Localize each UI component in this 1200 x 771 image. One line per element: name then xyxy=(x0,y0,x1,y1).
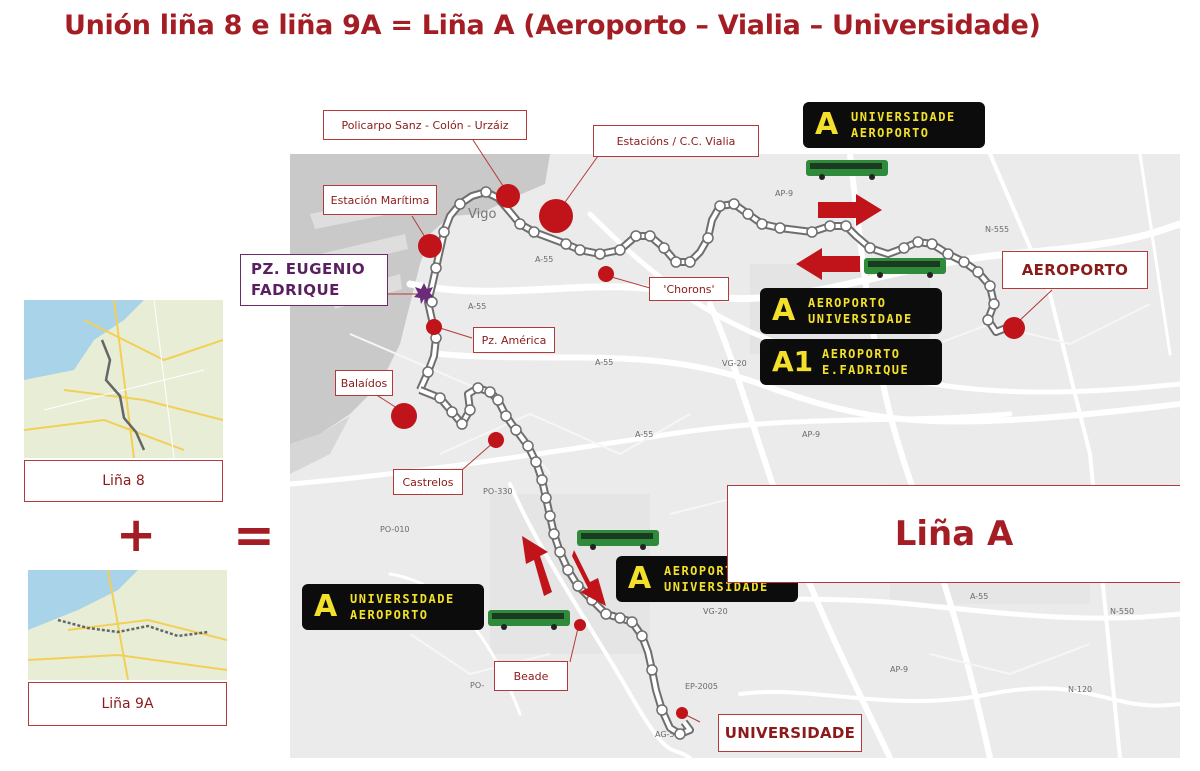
road-label: AP-9 xyxy=(775,189,793,198)
label-castrelos: Castrelos xyxy=(393,469,463,495)
road-label: N-550 xyxy=(1110,607,1134,616)
road-label: EP-2005 xyxy=(685,682,718,691)
sign-line2: UNIVERSIDADE xyxy=(664,580,769,594)
label-estacion-maritima: Estación Marítima xyxy=(323,185,437,215)
sign-line1: UNIVERSIDADE xyxy=(350,592,455,606)
destination-sign: A UNIVERSIDADE AEROPORTO xyxy=(803,102,985,148)
plus-sign: + xyxy=(116,507,157,563)
bus-icon xyxy=(577,530,659,550)
sign-letter: A xyxy=(815,107,839,142)
equals-sign: = xyxy=(233,506,275,564)
sign-line2: AEROPORTO xyxy=(350,608,429,622)
sign-line1: AEROPORTO xyxy=(808,296,887,310)
line9a-label: Liña 9A xyxy=(28,682,227,726)
sign-letter: A xyxy=(628,561,652,596)
road-label: VG-20 xyxy=(722,359,747,368)
city-label: Vigo xyxy=(468,207,496,222)
page-title: Unión liña 8 e liña 9A = Liña A (Aeropor… xyxy=(64,10,1041,41)
map-background: AP-9 A-55 N-555 VG-20 A-55 A-55 AP-9 A-5… xyxy=(290,154,1180,758)
road-label: PO- xyxy=(470,681,484,690)
bus-icon xyxy=(806,160,888,180)
road-label: A-55 xyxy=(970,592,988,601)
sign-letter: A xyxy=(772,293,796,328)
road-label: VG-20 xyxy=(703,607,728,616)
road-label: AP-9 xyxy=(802,430,820,439)
destination-sign: A AEROPORTO UNIVERSIDADE xyxy=(760,288,942,334)
destination-sign: A1 AEROPORTO E.FADRIQUE xyxy=(760,339,942,385)
road-label: PO-010 xyxy=(380,525,410,534)
road-label: A-55 xyxy=(595,358,613,367)
road-label: A-55 xyxy=(535,255,553,264)
route-map: AP-9 A-55 N-555 VG-20 A-55 A-55 AP-9 A-5… xyxy=(290,154,1180,758)
label-universidade: UNIVERSIDADE xyxy=(718,714,862,752)
sign-line2: E.FADRIQUE xyxy=(822,363,910,377)
eugenio-line1: PZ. EUGENIO xyxy=(251,260,366,278)
sign-letter: A1 xyxy=(772,345,814,378)
bus-icon xyxy=(488,610,570,630)
label-chorons: 'Chorons' xyxy=(649,277,729,301)
sign-line2: AEROPORTO xyxy=(851,126,930,140)
line8-label: Liña 8 xyxy=(24,460,223,502)
label-aeroporto: AEROPORTO xyxy=(1002,251,1148,289)
road-label: AG-57 xyxy=(655,730,680,739)
label-policarpo: Policarpo Sanz - Colón - Urzáiz xyxy=(323,110,527,140)
label-pz-america: Pz. América xyxy=(473,327,555,353)
destination-sign: A UNIVERSIDADE AEROPORTO xyxy=(302,584,484,630)
road-label: A-55 xyxy=(635,430,653,439)
eugenio-line2: FADRIQUE xyxy=(251,281,340,299)
sign-line1: UNIVERSIDADE xyxy=(851,110,956,124)
label-estacions-vialia: Estacións / C.C. Vialia xyxy=(593,125,759,157)
bus-icon xyxy=(864,258,946,278)
label-beade: Beade xyxy=(494,661,568,691)
road-label: AP-9 xyxy=(890,665,908,674)
label-pz-eugenio-fadrique: PZ. EUGENIO FADRIQUE xyxy=(240,254,388,306)
road-label: N-120 xyxy=(1068,685,1092,694)
sign-letter: A xyxy=(314,589,338,624)
road-label: PO-330 xyxy=(483,487,513,496)
label-balaidos: Balaídos xyxy=(335,370,393,396)
sign-line1: AEROPORTO xyxy=(822,347,901,361)
result-line-label: Liña A xyxy=(894,514,1014,554)
road-label: A-55 xyxy=(468,302,486,311)
result-line-box: Liña A xyxy=(727,485,1180,583)
line9a-thumbnail-map xyxy=(28,570,227,680)
road-label: N-555 xyxy=(985,225,1009,234)
sign-line2: UNIVERSIDADE xyxy=(808,312,913,326)
line8-thumbnail-map xyxy=(24,300,223,458)
sign-line1: AEROPORTO xyxy=(664,564,743,578)
